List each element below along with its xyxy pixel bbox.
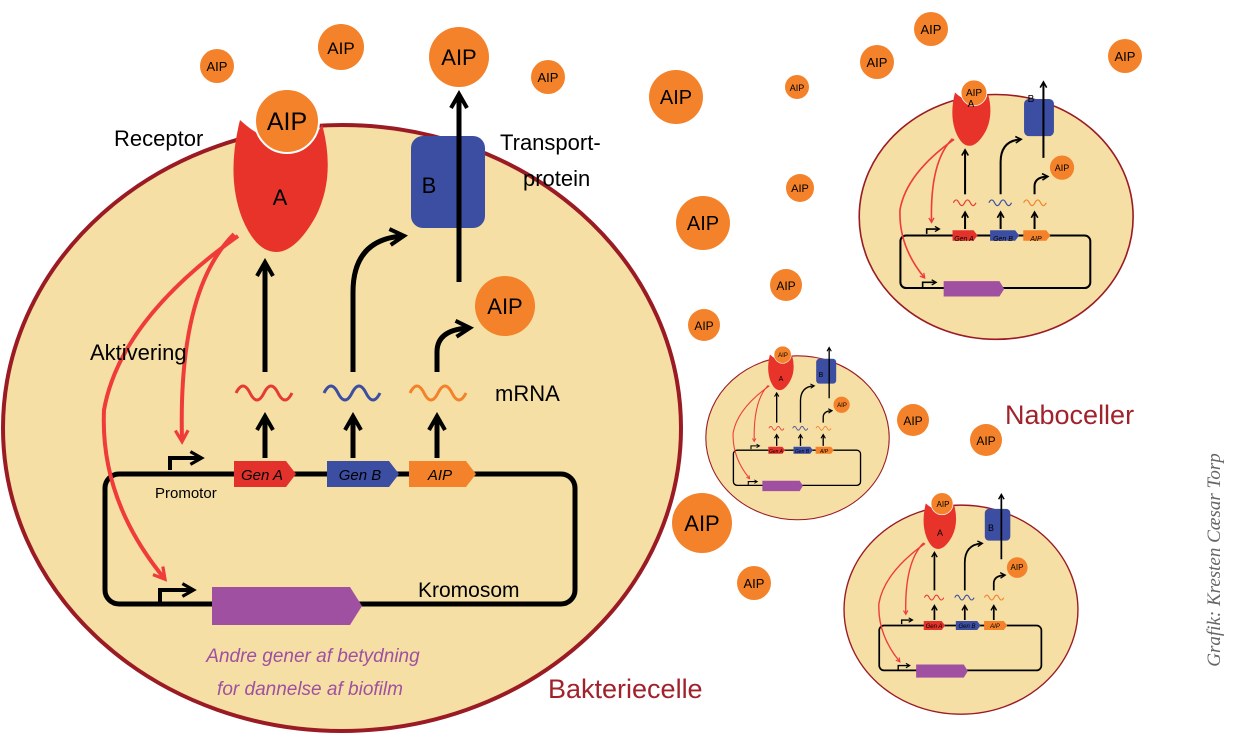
- other-genes-label-1: Andre gener af betydning: [205, 646, 420, 667]
- aip-molecule: AIP: [970, 424, 1002, 456]
- aip-molecule-label: AIP: [790, 83, 805, 93]
- transport-protein-label-1: Transport-: [500, 130, 601, 155]
- gene-aip-label: AIP: [427, 467, 452, 484]
- internal-aip-label: AIP: [487, 294, 522, 319]
- aip-molecule: AIP: [786, 174, 814, 202]
- neighbor3-gene-b: Gen B: [958, 624, 975, 630]
- neighbor1-gene-aip: AIP: [1029, 236, 1042, 243]
- neighbor3-transport-letter: B: [988, 523, 994, 533]
- gene-b-label: Gen B: [339, 467, 382, 484]
- credit-text: Grafik: Kresten Cæsar Torp: [1204, 453, 1225, 666]
- aip-molecule-label: AIP: [867, 55, 888, 70]
- aip-molecule: AIP: [860, 45, 894, 79]
- neighbor1-transport-letter: B: [1028, 94, 1035, 105]
- receptor-aip-label: AIP: [267, 108, 307, 136]
- gene-a-label: Gen A: [241, 467, 283, 484]
- aip-molecule: AIP: [649, 70, 703, 124]
- mrna-label: mRNA: [495, 381, 560, 406]
- neighbor2-gene-b: Gen B: [795, 449, 810, 455]
- neighbor2-transport-letter: B: [819, 372, 824, 379]
- aip-molecule-label: AIP: [684, 511, 719, 536]
- aip-molecule: AIP: [914, 12, 948, 46]
- neighbor2-internal-aip: AIP: [837, 403, 847, 409]
- aip-molecule-label: AIP: [207, 59, 228, 74]
- transport-protein-label-2: protein: [523, 166, 590, 191]
- aip-molecule: AIP: [429, 27, 489, 87]
- neighbor-cells-label: Naboceller: [1005, 400, 1134, 430]
- aip-molecule-label: AIP: [327, 39, 354, 58]
- receptor-label: Receptor: [114, 126, 203, 151]
- aip-molecule-label: AIP: [538, 70, 559, 85]
- neighbor3-gene-aip: AIP: [989, 624, 1000, 630]
- chromosome-label: Kromosom: [418, 579, 520, 602]
- aip-molecule-label: AIP: [1115, 49, 1136, 64]
- neighbor3-receptor-aip: AIP: [937, 500, 950, 509]
- aip-molecule-label: AIP: [660, 87, 692, 109]
- neighbor3-gene-a: Gen A: [926, 624, 943, 630]
- aip-molecule-label: AIP: [776, 279, 795, 293]
- aip-molecule-label: AIP: [791, 183, 809, 195]
- aip-molecule: AIP: [737, 566, 771, 600]
- aip-molecule: AIP: [785, 75, 809, 99]
- aip-molecule: AIP: [200, 49, 234, 83]
- activation-label: Aktivering: [90, 340, 187, 365]
- aip-molecule: AIP: [672, 493, 732, 553]
- neighbor-cell-top-right: [859, 80, 1133, 339]
- aip-molecule: AIP: [770, 269, 802, 301]
- neighbor2-receptor-aip: AIP: [778, 353, 788, 359]
- aip-molecule-label: AIP: [694, 319, 713, 333]
- aip-molecule: AIP: [688, 309, 720, 341]
- neighbor3-internal-aip: AIP: [1011, 563, 1024, 572]
- receptor-letter: A: [273, 185, 288, 210]
- aip-molecule: AIP: [1108, 39, 1142, 73]
- aip-molecule: AIP: [897, 404, 929, 436]
- free-aip-molecules: AIP AIP AIP AIP AIP AIP AIP AIP AIP AIP …: [200, 12, 1142, 600]
- transport-letter: B: [422, 173, 437, 198]
- aip-molecule-label: AIP: [441, 45, 476, 70]
- aip-molecule-label: AIP: [921, 22, 942, 37]
- other-genes-label-2: for dannelse af biofilm: [217, 679, 403, 700]
- neighbor1-gene-b: Gen B: [993, 236, 1013, 243]
- neighbor1-internal-aip: AIP: [1055, 163, 1070, 173]
- aip-molecule: AIP: [676, 196, 730, 250]
- neighbor-cell-middle: [706, 346, 889, 520]
- neighbor1-receptor-letter: A: [968, 99, 975, 110]
- aip-molecule-label: AIP: [744, 576, 765, 591]
- aip-molecule: AIP: [318, 24, 364, 70]
- neighbor2-receptor-letter: A: [779, 376, 784, 383]
- aip-molecule-label: AIP: [687, 213, 719, 235]
- neighbor3-receptor-letter: A: [937, 528, 943, 538]
- promoter-label: Promotor: [155, 485, 217, 502]
- neighbor2-gene-aip: AIP: [819, 449, 829, 455]
- neighbor1-gene-a: Gen A: [954, 236, 974, 243]
- aip-molecule-label: AIP: [976, 434, 995, 448]
- bacteria-cell-label: Bakteriecelle: [548, 674, 703, 704]
- neighbor2-gene-a: Gen A: [769, 449, 784, 455]
- aip-molecule-label: AIP: [903, 414, 922, 428]
- aip-molecule: AIP: [531, 60, 565, 94]
- neighbor-cell-bottom-right: [844, 493, 1078, 714]
- neighbor1-receptor-aip: AIP: [966, 88, 982, 99]
